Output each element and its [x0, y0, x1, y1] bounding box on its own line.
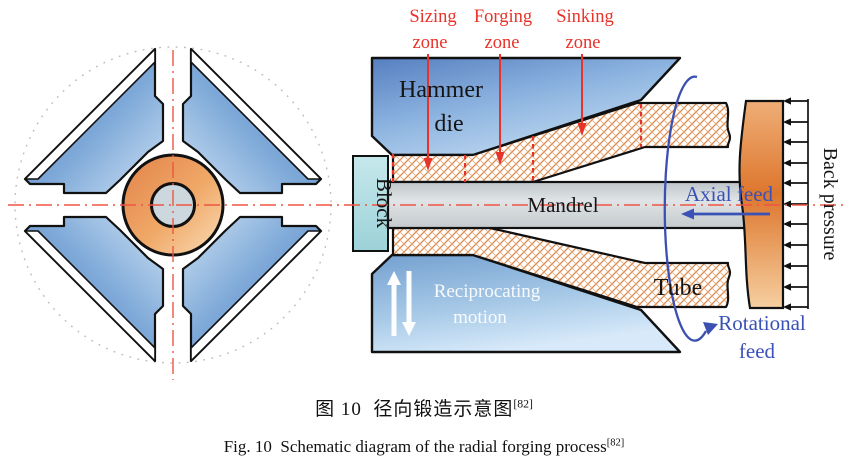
rotational-arrowhead — [703, 322, 718, 335]
hammer-die-label-line1: Hammer — [399, 77, 483, 103]
caption-english-text: Fig. 10 Schematic diagram of the radial … — [223, 437, 607, 456]
caption-chinese: 图 10 径向锻造示意图[82] — [0, 394, 848, 421]
sizing-arrowhead — [423, 158, 433, 171]
caption-english: Fig. 10 Schematic diagram of the radial … — [0, 437, 848, 457]
rotational-feed-label-line2: feed — [739, 339, 776, 363]
hammer-die-label-line2: die — [434, 111, 463, 137]
zone-label-sizing: Sizing — [409, 7, 456, 27]
left-cross-section-view — [14, 46, 332, 380]
back-pressure-arrows — [782, 96, 809, 312]
rotational-feed-label-line1: Rotational — [718, 311, 806, 335]
radial-forging-diagram: Sizing Forging Sinking zone zone zone Ha… — [8, 7, 845, 380]
axial-feed-label: Axial feed — [685, 182, 774, 206]
up-arrowhead — [387, 271, 401, 285]
reciprocating-label-line1: Reciprocating — [434, 281, 541, 302]
tube-lower-wall — [391, 226, 732, 309]
zone-word-sizing: zone — [413, 33, 448, 53]
back-pressure-pusher — [738, 99, 785, 310]
block-label: Block — [372, 178, 396, 229]
zone-word-forging: zone — [485, 33, 520, 53]
block-body — [352, 155, 389, 252]
zone-label-forging: Forging — [474, 7, 532, 27]
tube-label: Tube — [654, 275, 702, 301]
reciprocating-arrows — [387, 271, 416, 336]
reciprocating-label-line2: motion — [453, 307, 507, 328]
rotational-feed-ellipse — [663, 75, 718, 342]
sinking-arrowhead — [577, 123, 587, 136]
tube-upper-wall — [391, 101, 732, 184]
axial-feed-arrow — [681, 208, 770, 220]
caption-english-ref: [82] — [606, 437, 625, 449]
caption-chinese-text: 图 10 径向锻造示意图 — [315, 399, 514, 420]
forging-arrowhead — [495, 152, 505, 165]
zone-word-sinking: zone — [566, 33, 601, 53]
zone-pointer-arrows — [423, 54, 587, 171]
zone-boundary-lines — [391, 104, 643, 182]
caption-chinese-ref: [82] — [513, 397, 533, 411]
zone-label-sinking: Sinking — [556, 7, 614, 27]
down-arrowhead — [402, 322, 416, 336]
mandrel-label: Mandrel — [527, 193, 598, 217]
back-pressure-label: Back pressure — [819, 148, 841, 261]
